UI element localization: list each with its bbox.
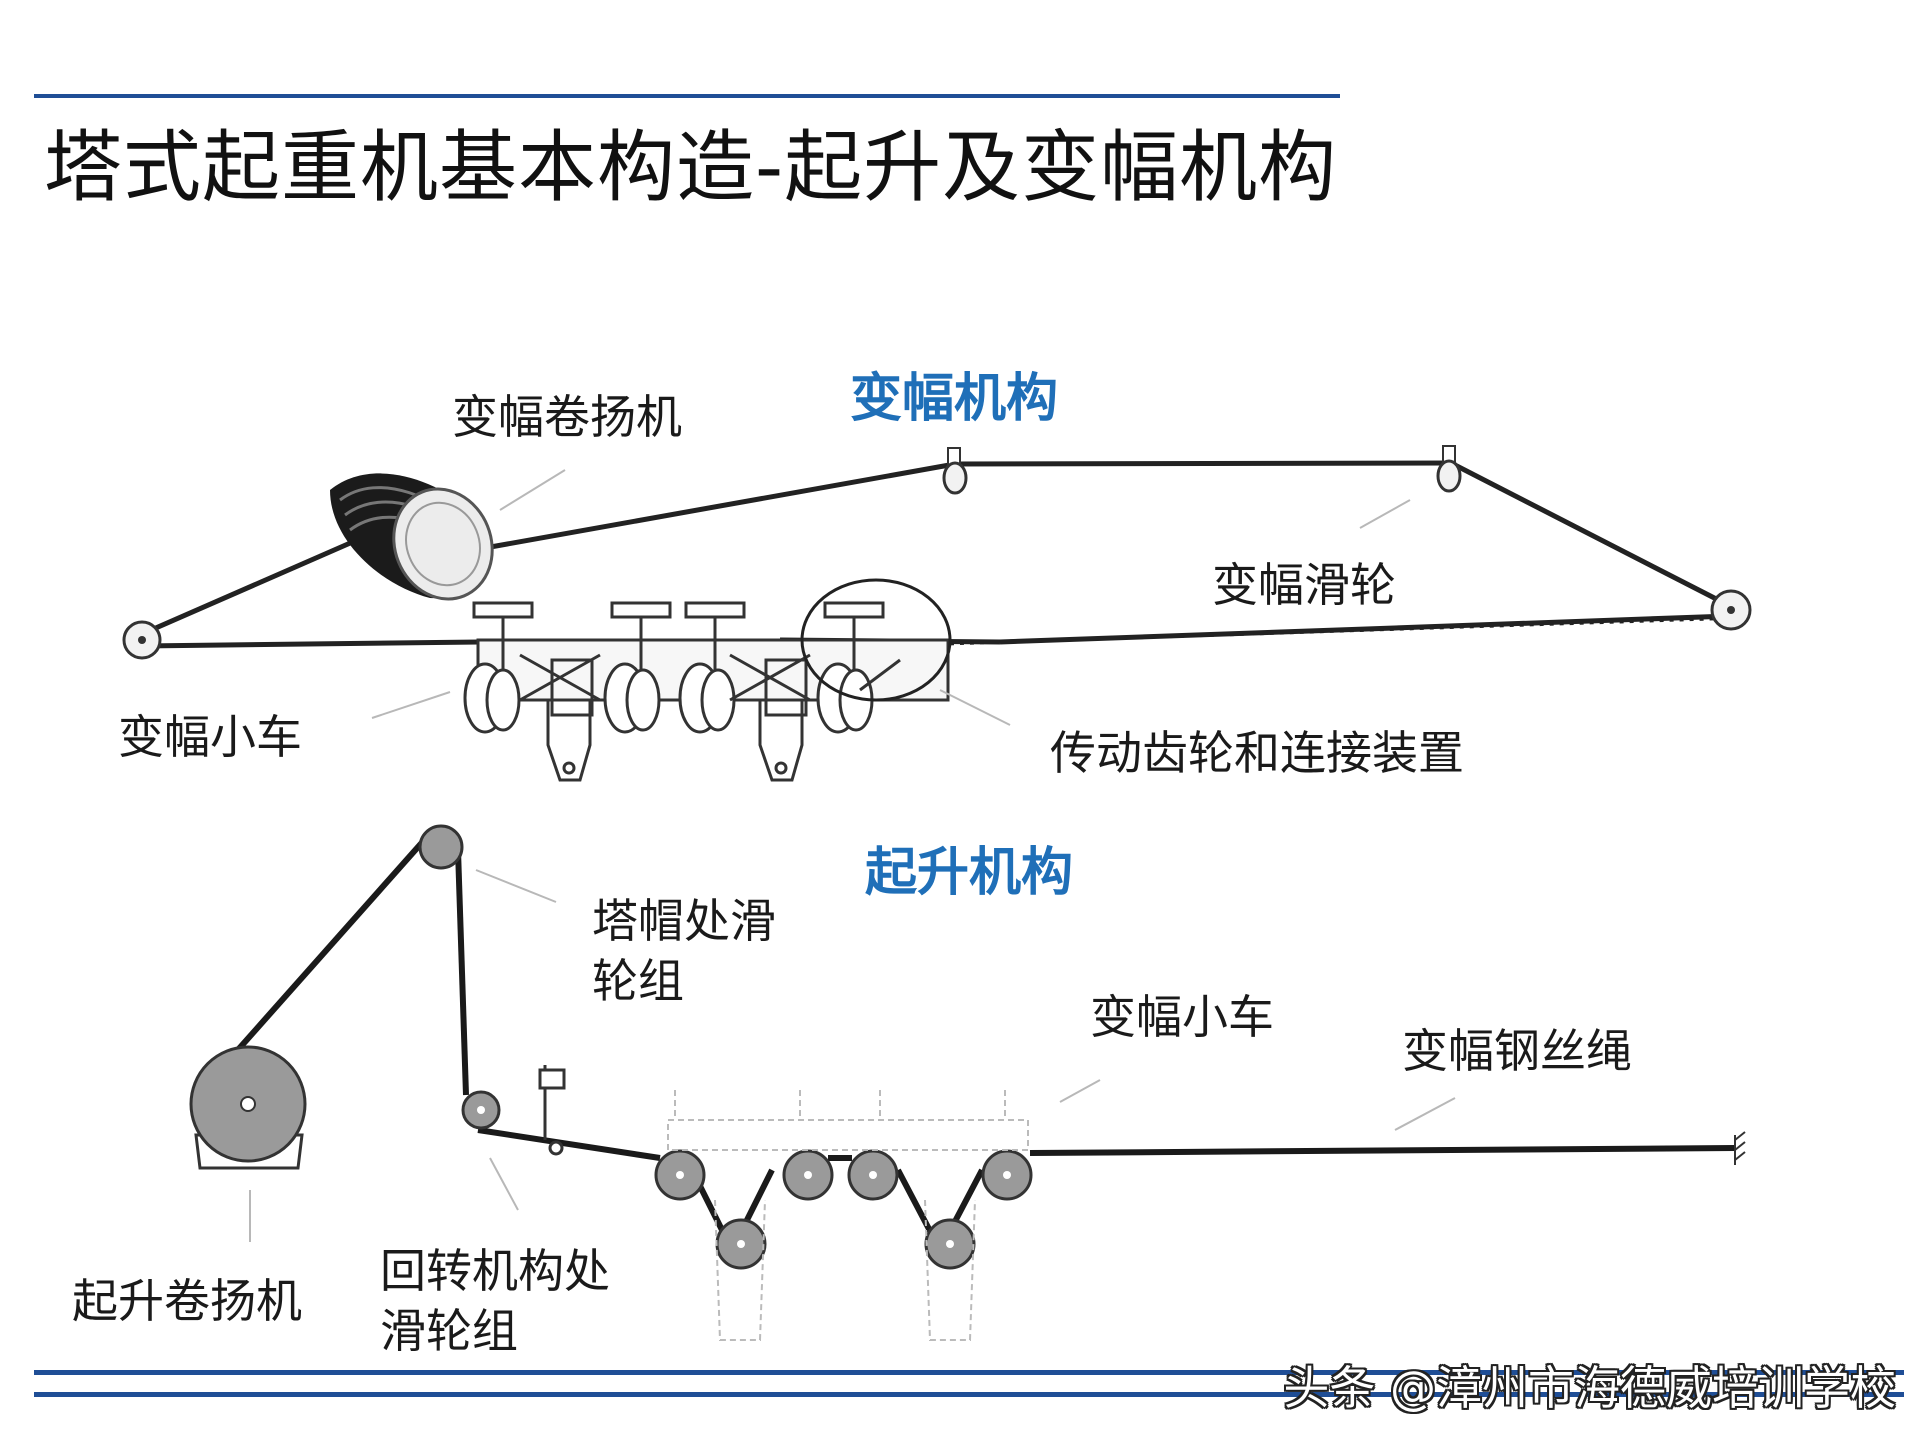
label-hoisting-trolley: 变幅小车 <box>1090 990 1274 1044</box>
hoisting-heading: 起升机构 <box>865 843 1074 903</box>
luffing-winch-drum <box>330 473 494 601</box>
top-rule <box>34 94 1340 98</box>
trolley-wheel <box>463 662 874 734</box>
label-gear-connection: 传动齿轮和连接装置 <box>1050 726 1464 780</box>
pulley-hub <box>676 1171 1011 1248</box>
label-slew-sheave-line2: 滑轮组 <box>380 1304 518 1358</box>
slewing-sheave <box>461 1090 501 1130</box>
label-luffing-rope: 变幅钢丝绳 <box>1402 1024 1632 1078</box>
gear-highlight-circle <box>800 578 952 702</box>
trolley-frame <box>519 653 811 717</box>
luffing-diagram <box>122 445 1752 782</box>
luffing-rope-dotted <box>899 616 1726 647</box>
trolley-ghost-outline <box>667 1090 1029 1341</box>
tower-top-sheave <box>418 824 464 870</box>
page-title: 塔式起重机基本构造-起升及变幅机构 <box>44 123 1338 213</box>
label-top-sheave-line2: 轮组 <box>592 954 684 1008</box>
hoisting-diagram <box>189 824 1746 1341</box>
luffing-trolley <box>463 601 950 782</box>
watermark: 头条 @漳州市海德威培训学校 <box>1283 1361 1896 1415</box>
gear-detail <box>859 658 901 692</box>
label-luffing-trolley: 变幅小车 <box>118 710 302 764</box>
hoisting-winch <box>189 1045 307 1170</box>
limit-device <box>538 1065 566 1156</box>
rope-anchor <box>1734 1131 1746 1165</box>
trolley-hanger <box>546 698 804 782</box>
left-end-sheave <box>122 620 162 660</box>
label-luffing-winch: 变幅卷扬机 <box>452 390 682 444</box>
luffing-heading: 变幅机构 <box>850 369 1059 429</box>
jib-sheave-2 <box>1436 445 1462 493</box>
label-top-sheave-line1: 塔帽处滑 <box>592 894 776 948</box>
hoisting-leader-lines <box>249 869 1456 1242</box>
label-hoisting-winch: 起升卷扬机 <box>72 1274 302 1328</box>
label-luffing-sheave: 变幅滑轮 <box>1212 558 1396 612</box>
jib-sheave-1 <box>942 447 968 495</box>
right-end-sheave <box>1710 589 1752 631</box>
bottom-rule-2 <box>34 1392 1904 1397</box>
bottom-rule-1 <box>34 1370 1904 1375</box>
luffing-leader-lines <box>371 469 1411 726</box>
label-slew-sheave-line1: 回转机构处 <box>380 1244 610 1298</box>
